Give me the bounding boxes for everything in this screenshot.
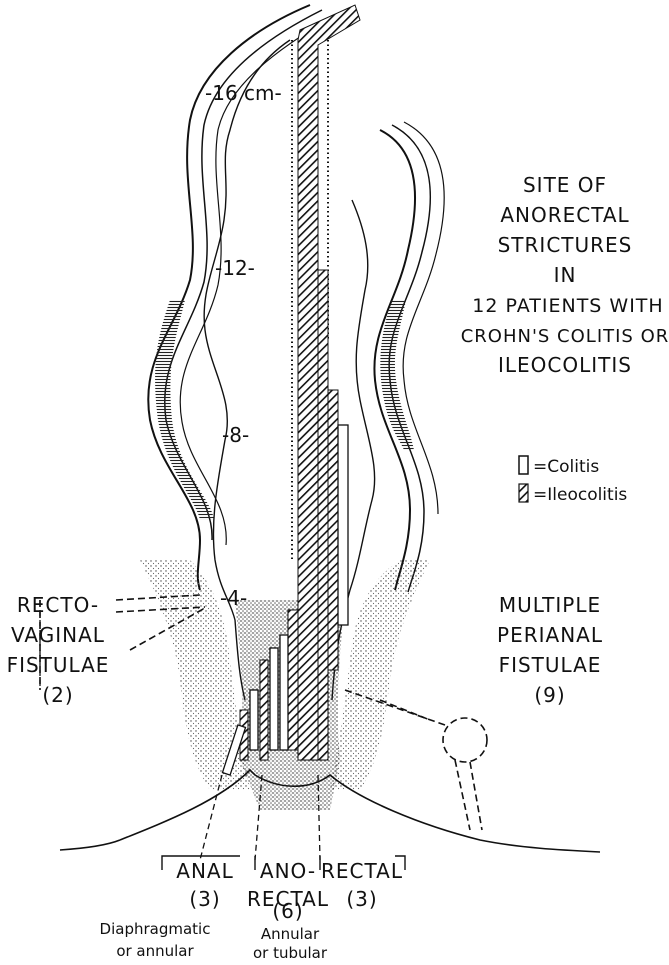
anorectal-desc-line-1: Annular: [261, 925, 320, 943]
pf-line-1: MULTIPLE: [499, 593, 601, 617]
anorectal-desc: Annular: [261, 925, 320, 943]
rectal-name: RECTAL: [321, 859, 403, 883]
anorectal-desc-line-2: or tubular: [253, 944, 328, 962]
anal-desc-1: Diaphragmatic: [100, 920, 211, 938]
anal-name: ANAL: [176, 859, 233, 883]
rv-line-4: (2): [42, 683, 73, 707]
ileocolitis-bar: [260, 660, 268, 760]
colitis-bar: [338, 425, 348, 625]
legend: =Colitis =Ileocolitis: [519, 456, 627, 505]
scale-8cm: -8-: [222, 423, 249, 447]
anal-count: (3): [189, 887, 220, 911]
legend-ileocolitis-swatch: [519, 484, 528, 502]
anorectal-count: (6): [272, 899, 303, 923]
colitis-bar: [270, 648, 278, 750]
title-line-7: ILEOCOLITIS: [498, 353, 632, 377]
rectal-label: RECTAL (3): [321, 859, 403, 911]
legend-ileocolitis-label: =Ileocolitis: [533, 485, 627, 505]
title-line-4: IN: [554, 263, 577, 287]
anal-desc-2: or annular: [116, 942, 194, 960]
rectal-count: (3): [346, 887, 377, 911]
rv-line-3: FISTULAE: [7, 653, 110, 677]
title-line-2: ANORECTAL: [500, 203, 629, 227]
title-line-5: 12 PATIENTS WITH: [472, 295, 663, 317]
scale-16cm: -16 cm-: [205, 81, 282, 105]
colitis-bar: [280, 635, 288, 750]
pf-line-2: PERIANAL: [497, 623, 603, 647]
rv-line-2: VAGINAL: [11, 623, 105, 647]
legend-colitis-label: =Colitis: [533, 457, 599, 477]
right-wall-muscle-band: [380, 300, 414, 450]
pf-line-4: (9): [534, 683, 565, 707]
scale-4cm: -4-: [220, 586, 247, 610]
title-block: SITE OF ANORECTAL STRICTURES IN 12 PATIE…: [461, 173, 669, 377]
pf-line-3: FISTULAE: [499, 653, 602, 677]
legend-colitis-swatch: [519, 456, 528, 474]
perianal-label: MULTIPLE PERIANAL FISTULAE (9): [497, 593, 603, 707]
colitis-bar: [250, 690, 258, 750]
title-line-6: CROHN'S COLITIS OR: [461, 326, 669, 347]
perineal-skin-line-left: [60, 840, 120, 850]
title-line-1: SITE OF: [523, 173, 607, 197]
anorectal-name-1: ANO-: [260, 859, 316, 883]
ileocolitis-bar: [318, 270, 328, 760]
rectovaginal-label: RECTO- VAGINAL FISTULAE (2): [7, 593, 110, 707]
scale-12cm: -12-: [215, 256, 255, 280]
rv-line-1: RECTO-: [17, 593, 99, 617]
anal-label: ANAL (3) Diaphragmatic or annular: [100, 859, 234, 960]
title-line-3: STRICTURES: [498, 233, 633, 257]
ileocolitis-bar: [328, 390, 338, 670]
ileocolitis-bar: [288, 610, 298, 750]
anorectal-label: ANO- RECTAL (6): [247, 859, 329, 923]
